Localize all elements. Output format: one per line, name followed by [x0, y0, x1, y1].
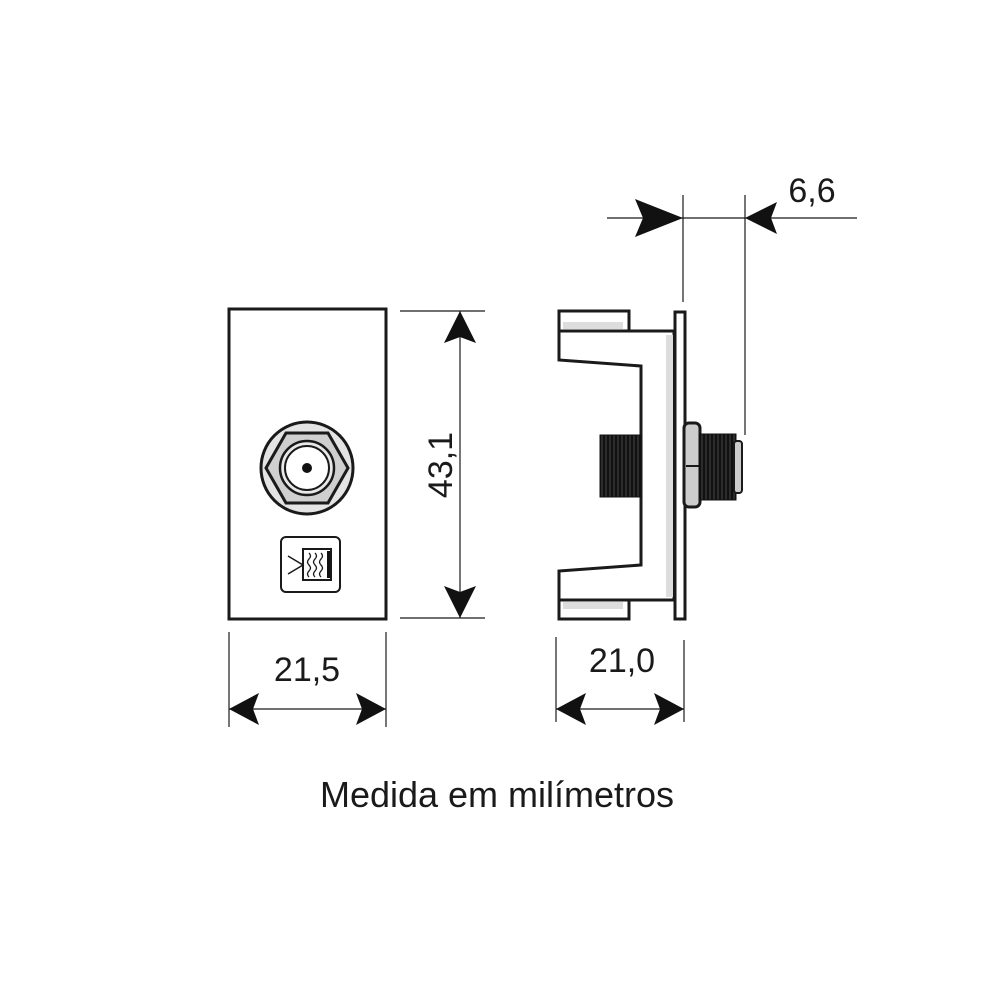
- front-thread: [698, 433, 737, 501]
- connector-pin: [302, 463, 312, 473]
- front-view: [227, 307, 388, 621]
- dimension-front-height: 43,1: [422, 432, 460, 498]
- faceplate-outline: [227, 307, 388, 621]
- tv-symbol-icon: [280, 536, 341, 593]
- arrow-icon: [654, 693, 684, 725]
- arrow-icon: [444, 586, 476, 618]
- arrow-icon: [635, 199, 683, 237]
- rear-thread: [599, 434, 642, 498]
- dimension-front-width: 21,5: [274, 651, 340, 689]
- arrow-icon: [745, 202, 777, 234]
- caption: Medida em milímetros: [320, 774, 674, 815]
- arrow-icon: [229, 693, 259, 725]
- arrow-icon: [444, 311, 476, 343]
- side-view: [557, 309, 743, 621]
- dimension-side-depth: 21,0: [589, 642, 655, 680]
- dimension-connector-protrusion: 6,6: [788, 172, 835, 210]
- arrow-icon: [556, 693, 586, 725]
- dimension-lines: [228, 195, 857, 727]
- arrow-icon: [356, 693, 386, 725]
